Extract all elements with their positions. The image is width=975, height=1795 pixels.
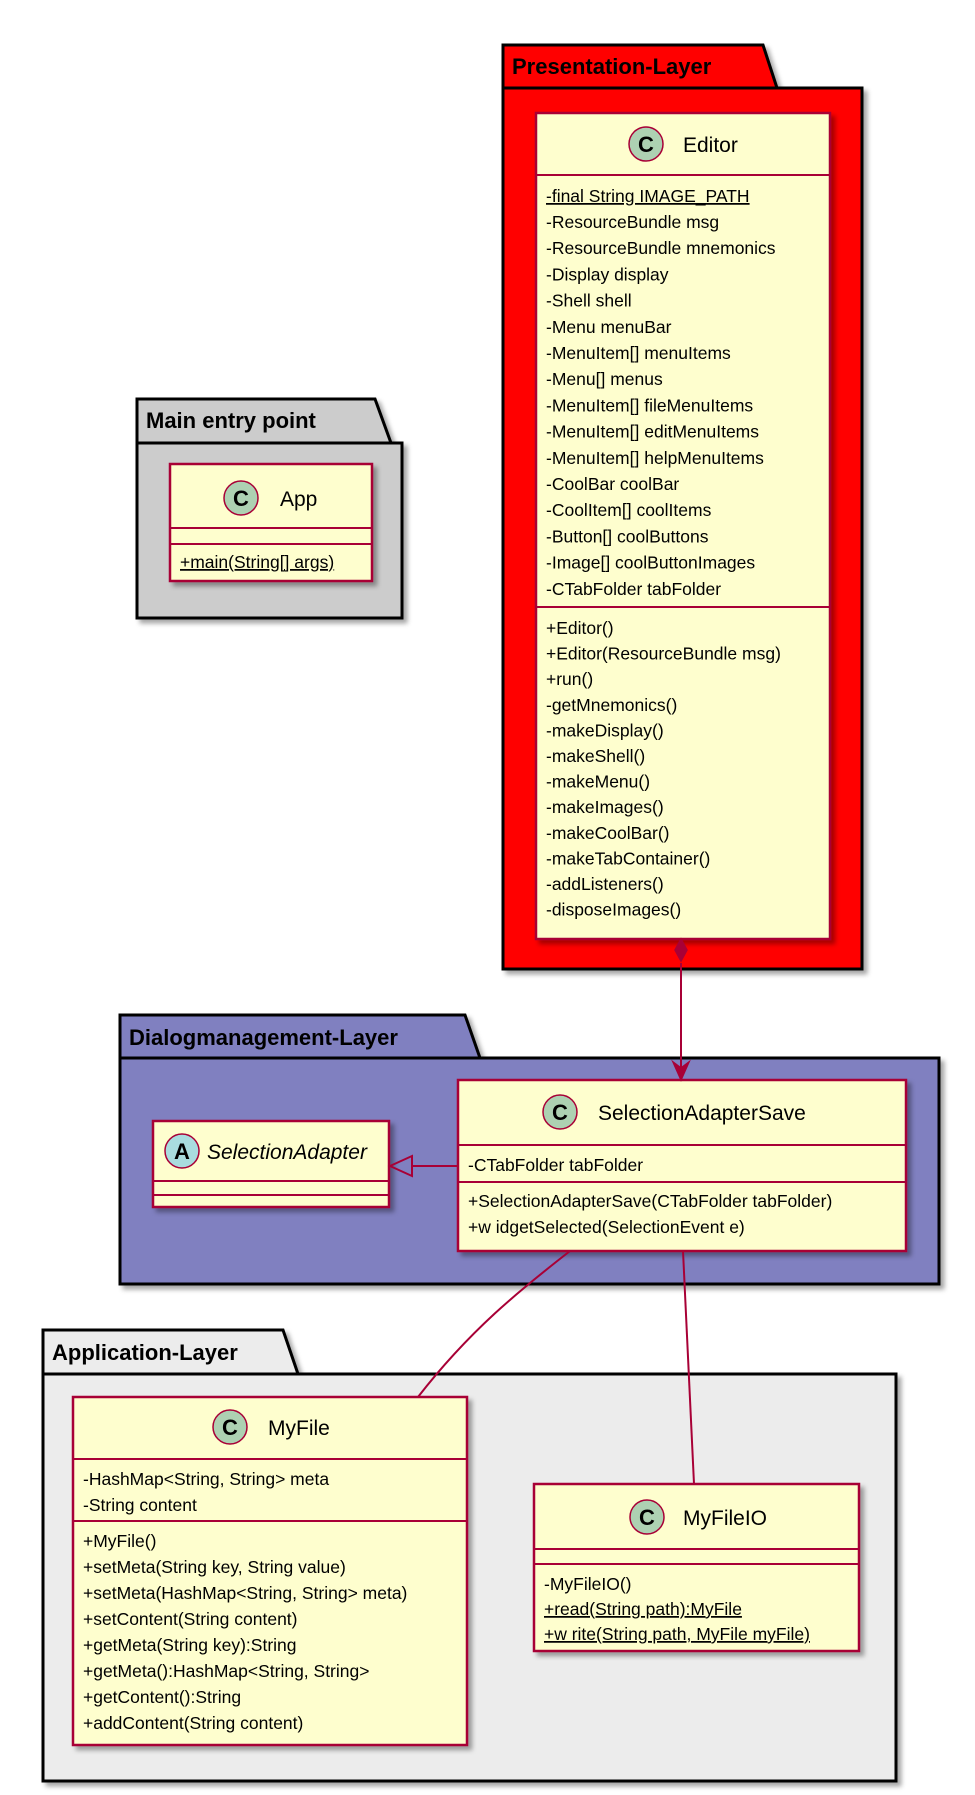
method-list: +SelectionAdapterSave(CTabFolder tabFold… — [468, 1191, 832, 1237]
attribute: -CoolBar coolBar — [546, 474, 679, 494]
diamond-arrowhead — [674, 937, 688, 963]
method: -makeTabContainer() — [546, 848, 710, 868]
class-stereotype-icon — [542, 1094, 578, 1130]
attribute-list: -ResourceBundle msg -ResourceBundle mnemo… — [546, 212, 776, 599]
attribute: -Menu[] menus — [546, 369, 663, 389]
package-title: Main entry point — [146, 408, 317, 433]
association-edge-myfileio — [682, 1250, 695, 1485]
class-myfile[interactable]: C MyFile -HashMap<String, String> meta -S… — [71, 1395, 469, 1747]
attribute: -MenuItem[] fileMenuItems — [546, 395, 753, 415]
attribute: -MenuItem[] editMenuItems — [546, 422, 759, 442]
method: +w rite(String path, MyFile myFile) — [544, 1624, 810, 1644]
method: -addListeners() — [546, 874, 664, 894]
method: -makeImages() — [546, 797, 664, 817]
attribute: -Image[] coolButtonImages — [546, 553, 755, 573]
method: +addContent(String content) — [83, 1713, 303, 1733]
method: +getMeta():HashMap<String, String> — [83, 1661, 369, 1681]
class-name: MyFileIO — [683, 1507, 767, 1530]
method-list: +MyFile() +setMeta(String key, String val… — [83, 1531, 407, 1733]
class-name: Editor — [683, 134, 738, 157]
package-title: Presentation-Layer — [512, 54, 712, 79]
attribute: -Display display — [546, 264, 669, 284]
method: +Editor() — [546, 618, 614, 638]
class-name: App — [280, 488, 317, 511]
attribute: -String content — [83, 1495, 197, 1515]
method: -makeDisplay() — [546, 720, 664, 740]
method: +read(String path):MyFile — [544, 1599, 742, 1619]
svg-text:C: C — [638, 132, 654, 157]
svg-text:C: C — [639, 1505, 655, 1530]
inheritance-arrowhead — [387, 1154, 413, 1178]
method: -disposeImages() — [546, 900, 681, 920]
attribute: -HashMap<String, String> meta — [83, 1469, 329, 1489]
method: -makeCoolBar() — [546, 823, 670, 843]
method: +main(String[] args) — [180, 552, 334, 572]
composition-edge — [671, 937, 691, 1082]
method: +getMeta(String key):String — [83, 1635, 297, 1655]
class-selection-adapter[interactable]: A SelectionAdapter — [151, 1119, 391, 1209]
class-stereotype-icon — [212, 1409, 248, 1445]
class-stereotype-icon — [223, 480, 259, 516]
class-name: SelectionAdapter — [207, 1141, 368, 1164]
attribute: -CoolItem[] coolItems — [546, 500, 712, 520]
method: -makeShell() — [546, 746, 645, 766]
attribute: -Button[] coolButtons — [546, 526, 709, 546]
method: +Editor(ResourceBundle msg) — [546, 644, 781, 664]
method: +MyFile() — [83, 1531, 156, 1551]
class-name: SelectionAdapterSave — [598, 1102, 806, 1125]
class-selection-adapter-save[interactable]: C SelectionAdapterSave -CTabFolder tabFo… — [456, 1078, 908, 1253]
attribute: -MenuItem[] menuItems — [546, 343, 731, 363]
svg-text:C: C — [222, 1415, 238, 1440]
method: +setMeta(HashMap<String, String> meta) — [83, 1583, 407, 1603]
attribute: -Shell shell — [546, 291, 632, 311]
attribute: -ResourceBundle mnemonics — [546, 238, 776, 258]
method-list: -MyFileIO() +read(String path):MyFile +w r… — [544, 1574, 810, 1644]
attribute-list: -HashMap<String, String> meta -String con… — [83, 1469, 329, 1515]
method: +setContent(String content) — [83, 1609, 298, 1629]
package-title: Application-Layer — [52, 1340, 238, 1365]
class-name: MyFile — [268, 1417, 330, 1440]
method: +w idgetSelected(SelectionEvent e) — [468, 1217, 745, 1237]
abstract-stereotype-icon — [164, 1133, 200, 1169]
method: -MyFileIO() — [544, 1574, 631, 1594]
attribute-list: -CTabFolder tabFolder — [468, 1155, 643, 1175]
attribute: -MenuItem[] helpMenuItems — [546, 448, 764, 468]
static-attribute: -final String IMAGE_PATH — [546, 186, 750, 207]
method-list: +Editor() +Editor(ResourceBundle msg) +run… — [546, 618, 781, 920]
attribute: -CTabFolder tabFolder — [468, 1155, 643, 1175]
method: +setMeta(String key, String value) — [83, 1557, 346, 1577]
class-stereotype-icon — [629, 1499, 665, 1535]
class-editor[interactable]: C Editor -final String IMAGE_PATH -Resou… — [534, 111, 832, 941]
attribute: -ResourceBundle msg — [546, 212, 719, 232]
svg-text:A: A — [174, 1139, 190, 1164]
generalization-edge — [387, 1154, 458, 1178]
method: +SelectionAdapterSave(CTabFolder tabFold… — [468, 1191, 832, 1211]
method: +run() — [546, 669, 593, 689]
arrowhead — [671, 1059, 691, 1082]
class-app[interactable]: C App +main(String[] args) — [168, 462, 374, 583]
association-edge-myfile — [417, 1250, 571, 1398]
attribute: -CTabFolder tabFolder — [546, 579, 721, 599]
attribute: -Menu menuBar — [546, 317, 672, 337]
method: -makeMenu() — [546, 772, 650, 792]
svg-text:C: C — [233, 486, 249, 511]
svg-text:C: C — [552, 1100, 568, 1125]
method: -getMnemonics() — [546, 695, 677, 715]
class-myfileio[interactable]: C MyFileIO -MyFileIO() +read(String path)… — [532, 1482, 861, 1653]
method: +getContent():String — [83, 1687, 241, 1707]
class-stereotype-icon — [628, 126, 664, 162]
package-title: Dialogmanagement-Layer — [129, 1025, 398, 1050]
method-list: +main(String[] args) — [180, 552, 334, 572]
